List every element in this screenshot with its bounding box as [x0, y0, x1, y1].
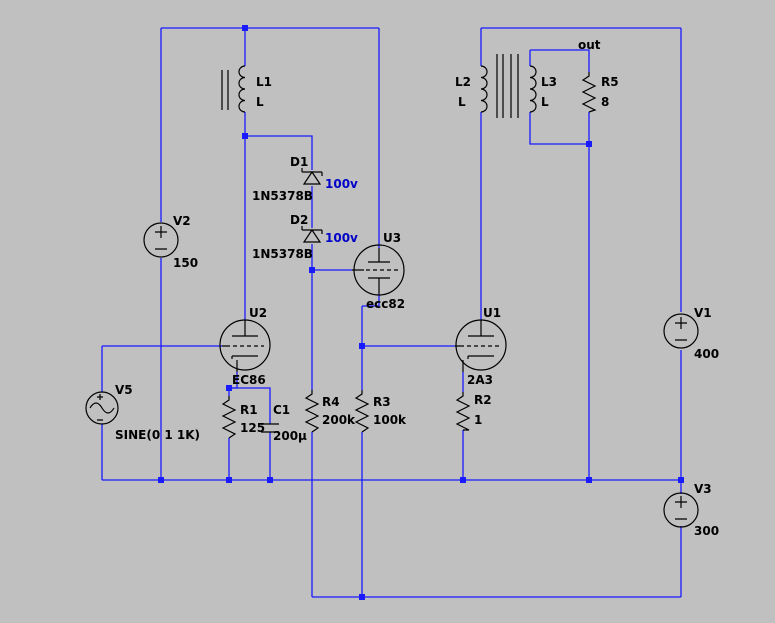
r1-ref: R1 — [240, 403, 258, 417]
r2-value: 1 — [474, 413, 482, 427]
wires — [101, 27, 682, 598]
r2-ref: R2 — [474, 393, 492, 407]
l3-ref: L3 — [541, 75, 557, 89]
inductor-L2[interactable]: L2 L — [455, 65, 488, 113]
voltage-source-V2[interactable]: V2 150 — [143, 214, 198, 270]
l3-value: L — [541, 95, 549, 109]
l2-ref: L2 — [455, 75, 471, 89]
resistor-R4[interactable]: R4 200k — [304, 390, 356, 433]
sine-source-V5[interactable]: V5 SINE(0 1 1K) — [85, 383, 200, 442]
r3-ref: R3 — [373, 395, 391, 409]
r4-ref: R4 — [322, 395, 340, 409]
r5-value: 8 — [601, 95, 609, 109]
triode-U2[interactable]: U2 EC86 — [219, 306, 271, 387]
v5-value: SINE(0 1 1K) — [115, 428, 200, 442]
c1-ref: C1 — [273, 403, 290, 417]
u1-value: 2A3 — [467, 373, 493, 387]
l2-value: L — [458, 95, 466, 109]
triode-U3[interactable]: U3 ecc82 — [352, 231, 405, 311]
u2-value: EC86 — [232, 373, 266, 387]
d1-value: 1N5378B — [252, 189, 313, 203]
r4-value: 200k — [322, 413, 356, 427]
inductor-L1[interactable]: L1 L — [221, 65, 272, 113]
v1-value: 400 — [694, 347, 719, 361]
c1-value: 200µ — [273, 429, 307, 443]
u3-value: ecc82 — [366, 297, 405, 311]
triode-U1[interactable]: U1 2A3 — [455, 306, 507, 387]
resistor-R5[interactable]: R5 8 — [581, 72, 619, 113]
voltage-source-V3[interactable]: V3 300 — [663, 482, 719, 538]
v3-ref: V3 — [694, 482, 712, 496]
d2-voltage: 100v — [325, 231, 358, 245]
voltage-source-V1[interactable]: V1 400 — [663, 306, 719, 361]
resistor-R1[interactable]: R1 125 — [221, 396, 265, 439]
u3-ref: U3 — [383, 231, 401, 245]
v3-value: 300 — [694, 524, 719, 538]
u2-ref: U2 — [249, 306, 267, 320]
r3-value: 100k — [373, 413, 407, 427]
d2-ref: D2 — [290, 213, 308, 227]
capacitor-C1[interactable]: C1 200µ — [261, 403, 307, 443]
zener-D1[interactable]: D1 1N5378B 100v — [252, 155, 358, 203]
v1-ref: V1 — [694, 306, 712, 320]
net-label-out: out — [578, 38, 601, 52]
resistor-R2[interactable]: R2 1 — [455, 392, 492, 431]
zener-D2[interactable]: D2 1N5378B 100v — [252, 213, 358, 261]
resistor-R3[interactable]: R3 100k — [354, 390, 407, 433]
v2-ref: V2 — [173, 214, 191, 228]
r1-value: 125 — [240, 421, 265, 435]
v2-value: 150 — [173, 256, 198, 270]
transformer-core — [496, 54, 519, 118]
d1-voltage: 100v — [325, 177, 358, 191]
r5-ref: R5 — [601, 75, 619, 89]
d2-value: 1N5378B — [252, 247, 313, 261]
l1-value: L — [256, 95, 264, 109]
u1-ref: U1 — [483, 306, 501, 320]
l1-ref: L1 — [256, 75, 272, 89]
v5-ref: V5 — [115, 383, 133, 397]
inductor-L3[interactable]: L3 L — [529, 65, 557, 113]
junctions — [158, 25, 684, 600]
d1-ref: D1 — [290, 155, 308, 169]
